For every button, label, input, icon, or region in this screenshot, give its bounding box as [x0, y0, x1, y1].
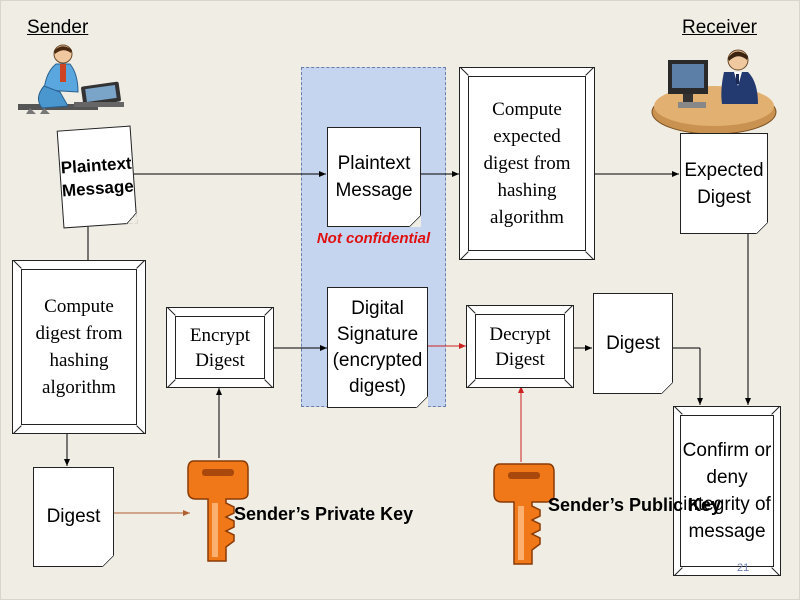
expected-digest-document: Expected Digest	[680, 133, 768, 234]
encrypt-digest-text: Encrypt Digest	[189, 324, 251, 371]
compute-expected-text: Compute expected digest from hashing alg…	[483, 99, 571, 228]
receiver-label: Receiver	[682, 17, 757, 38]
plaintext-sent-text: Plaintext Message	[335, 153, 413, 201]
digital-signature-document: Digital Signature (encrypted digest)	[327, 287, 428, 408]
plaintext-sent-document: Plaintext Message	[327, 127, 421, 227]
confirm-integrity-text: Confirm or deny integrity of message	[682, 440, 772, 542]
confirm-integrity-box: Confirm or deny integrity of message	[673, 406, 781, 576]
private-key-icon	[187, 460, 249, 562]
private-key-label: Sender’s Private Key	[234, 504, 414, 524]
encrypt-digest-box: Encrypt Digest	[166, 307, 274, 388]
digital-signature-text: Digital Signature (encrypted digest)	[332, 297, 423, 397]
receiver-digest-document: Digest	[593, 293, 673, 394]
sender-digest-document: Digest	[33, 467, 114, 567]
not-confidential-note: Not confidential	[316, 230, 431, 247]
expected-digest-text: Expected Digest	[684, 159, 764, 208]
decrypt-digest-box: Decrypt Digest	[466, 305, 574, 388]
plaintext-source-document: Plaintext Message	[56, 125, 138, 229]
decrypt-digest-text: Decrypt Digest	[489, 323, 551, 370]
sender-digest-text: Digest	[46, 506, 101, 527]
compute-digest-text: Compute digest from hashing algorithm	[35, 296, 123, 398]
sender-label: Sender	[27, 17, 89, 38]
receiver-digest-text: Digest	[606, 332, 660, 354]
public-key-icon	[493, 463, 555, 565]
receiver-person-icon	[651, 49, 777, 135]
public-key-label: Sender’s Public Key	[548, 495, 722, 515]
compute-expected-digest-box: Compute expected digest from hashing alg…	[459, 67, 595, 260]
page-number: 21	[737, 562, 750, 574]
compute-digest-box: Compute digest from hashing algorithm	[12, 260, 146, 434]
sender-person-icon	[18, 44, 124, 114]
